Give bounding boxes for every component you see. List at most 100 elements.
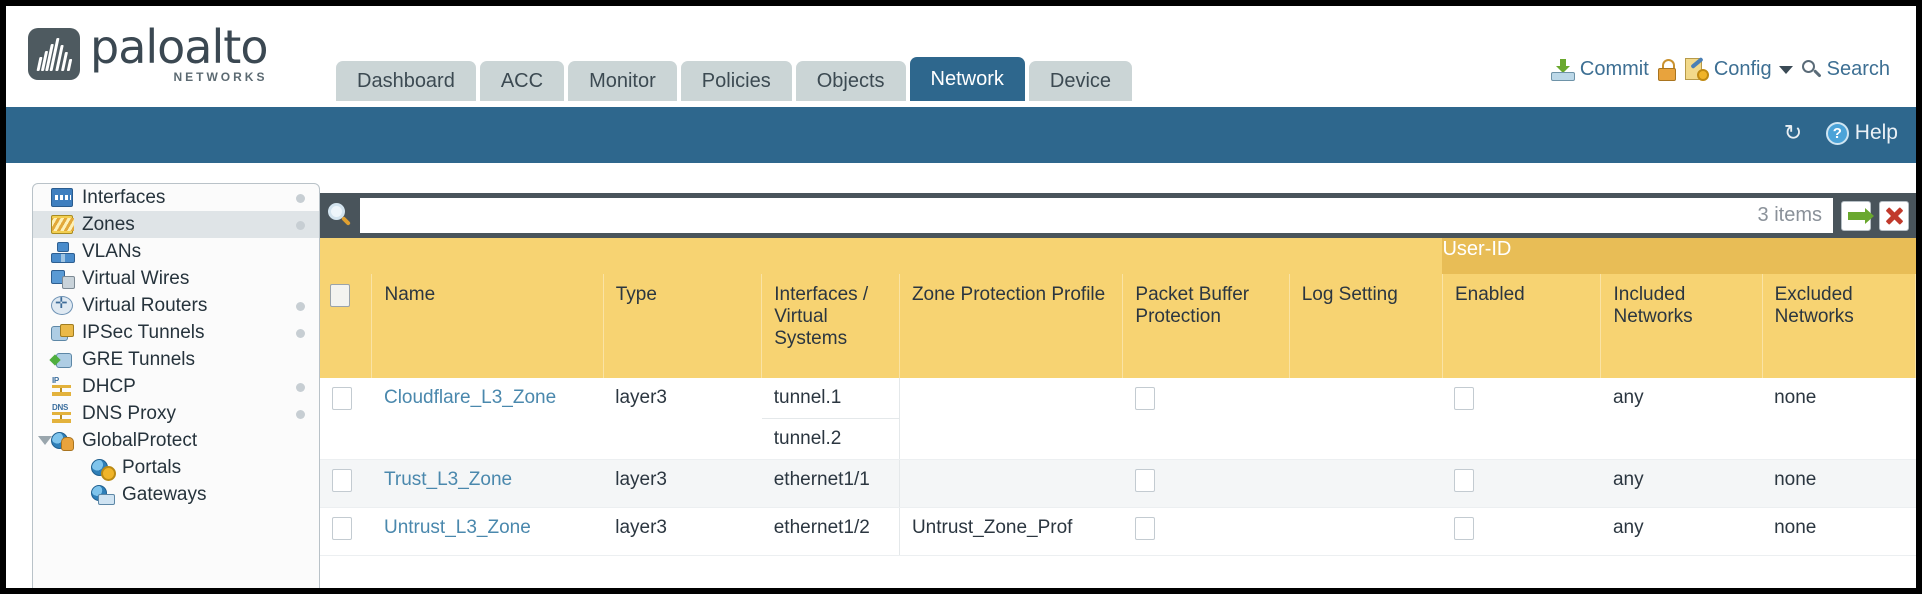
tab-dashboard[interactable]: Dashboard — [336, 61, 476, 101]
row-checkbox[interactable] — [332, 517, 352, 540]
clear-filter-button[interactable] — [1879, 200, 1909, 231]
refresh-icon[interactable]: ↻ — [1783, 120, 1803, 145]
tab-device[interactable]: Device — [1028, 61, 1133, 101]
row-checkbox[interactable] — [332, 387, 352, 410]
zones-table-container: User-ID Name Type Interfaces / Virtual S… — [320, 238, 1916, 588]
cell-packet-buffer-protection[interactable] — [1122, 378, 1290, 460]
close-icon — [1885, 207, 1903, 225]
help-button[interactable]: ? Help — [1825, 121, 1898, 145]
table-row[interactable]: Untrust_L3_Zone layer3 ethernet1/2 Untru… — [320, 507, 1916, 556]
column-header-zone-protection-profile[interactable]: Zone Protection Profile — [899, 274, 1124, 378]
sidebar-item-gateways[interactable]: Gateways — [33, 481, 319, 508]
sidebar-item-dhcp[interactable]: IP DHCP — [33, 373, 319, 400]
commit-button[interactable]: Commit — [1550, 58, 1649, 81]
cell-userid-enabled[interactable] — [1442, 378, 1601, 460]
cell-zone-protection-profile: Untrust_Zone_Prof — [899, 507, 1123, 556]
packet-buffer-protection-checkbox[interactable] — [1134, 517, 1155, 540]
userid-group-header: User-ID — [1442, 238, 1916, 274]
search-input[interactable]: 3 items — [360, 198, 1833, 233]
interfaces-icon — [51, 188, 73, 207]
column-header-name[interactable]: Name — [371, 274, 604, 378]
sidebar-item-dns-proxy[interactable]: DNS DNS Proxy — [33, 400, 319, 427]
sidebar-item-globalprotect[interactable]: GlobalProtect — [33, 427, 319, 454]
sidebar-item-label: Portals — [122, 456, 182, 478]
group-header-spacer — [320, 238, 1443, 274]
interface-item: ethernet1/2 — [773, 517, 870, 538]
cell-zone-protection-profile — [899, 459, 1123, 508]
row-checkbox[interactable] — [332, 469, 352, 492]
sidebar-item-portals[interactable]: Portals — [33, 454, 319, 481]
zone-name-link[interactable]: Trust_L3_Zone — [383, 469, 513, 490]
sidebar-item-label: Interfaces — [82, 186, 166, 208]
cell-name[interactable]: Cloudflare_L3_Zone — [371, 378, 604, 460]
main-nav-tabs[interactable]: Dashboard ACC Monitor Policies Objects N… — [336, 57, 1133, 101]
globalprotect-icon — [51, 431, 74, 451]
column-header-included-networks[interactable]: Included Networks — [1600, 274, 1763, 378]
sidebar-item-label: GlobalProtect — [82, 429, 198, 451]
sidebar-item-ipsec-tunnels[interactable]: IPSec Tunnels — [33, 319, 319, 346]
row-select-cell[interactable] — [320, 507, 372, 556]
cell-interfaces: tunnel.1 tunnel.2 — [761, 378, 900, 460]
expand-collapse-icon[interactable] — [38, 436, 52, 445]
select-all-header[interactable] — [320, 274, 373, 378]
row-select-cell[interactable] — [320, 378, 372, 460]
vlans-icon — [51, 242, 75, 263]
column-header-interfaces-vsys[interactable]: Interfaces / Virtual Systems — [761, 274, 900, 378]
column-header-packet-buffer-protection[interactable]: Packet Buffer Protection — [1122, 274, 1290, 378]
commit-icon — [1550, 58, 1575, 81]
packet-buffer-protection-checkbox[interactable] — [1134, 469, 1155, 492]
sidebar-status-dot — [296, 194, 305, 203]
search-label: Search — [1826, 58, 1890, 80]
sidebar-item-interfaces[interactable]: Interfaces — [33, 184, 319, 211]
cell-log-setting — [1289, 507, 1443, 556]
userid-enabled-checkbox[interactable] — [1454, 387, 1475, 410]
sidebar-status-dot — [296, 329, 305, 338]
tab-acc[interactable]: ACC — [479, 61, 565, 101]
sidebar-item-zones[interactable]: Zones — [33, 211, 319, 238]
zone-name-link[interactable]: Untrust_L3_Zone — [383, 517, 531, 538]
cell-userid-enabled[interactable] — [1442, 459, 1601, 508]
interface-item: ethernet1/1 — [773, 469, 870, 490]
zone-name-link[interactable]: Cloudflare_L3_Zone — [383, 387, 557, 408]
row-select-cell[interactable] — [320, 459, 372, 508]
lock-icon[interactable] — [1657, 58, 1676, 81]
brand-logo: paloalto NETWORKS — [28, 24, 268, 83]
column-header-enabled[interactable]: Enabled — [1442, 274, 1602, 378]
tab-network[interactable]: Network — [909, 57, 1025, 101]
select-all-checkbox[interactable] — [330, 284, 350, 307]
cell-excluded-networks: none — [1762, 378, 1916, 460]
column-header-log-setting[interactable]: Log Setting — [1289, 274, 1443, 378]
sidebar-item-vlans[interactable]: VLANs — [33, 238, 319, 265]
sidebar-item-gre-tunnels[interactable]: GRE Tunnels — [33, 346, 319, 373]
filter-search-icon[interactable] — [327, 203, 352, 228]
tab-policies[interactable]: Policies — [680, 61, 792, 101]
packet-buffer-protection-checkbox[interactable] — [1134, 387, 1155, 410]
sidebar-item-virtual-wires[interactable]: Virtual Wires — [33, 265, 319, 292]
apply-filter-button[interactable] — [1841, 200, 1874, 231]
column-header-type[interactable]: Type — [603, 274, 763, 378]
table-row[interactable]: Trust_L3_Zone layer3 ethernet1/1 any — [320, 459, 1916, 508]
table-row[interactable]: Cloudflare_L3_Zone layer3 tunnel.1 tunne… — [320, 378, 1916, 460]
sidebar-item-label: IPSec Tunnels — [82, 321, 205, 343]
cell-packet-buffer-protection[interactable] — [1122, 507, 1290, 556]
cell-userid-enabled[interactable] — [1442, 507, 1601, 556]
cell-excluded-networks: none — [1762, 459, 1916, 508]
search-button[interactable]: Search — [1801, 58, 1890, 81]
userid-enabled-checkbox[interactable] — [1454, 469, 1475, 492]
cell-included-networks: any — [1600, 459, 1763, 508]
config-menu[interactable]: Config — [1684, 56, 1793, 81]
network-sidebar[interactable]: Interfaces Zones VLANs Virtual Wires Vir… — [32, 183, 320, 588]
cell-zone-protection-profile — [899, 378, 1123, 460]
column-header-excluded-networks[interactable]: Excluded Networks — [1762, 274, 1916, 378]
userid-enabled-checkbox[interactable] — [1454, 517, 1475, 540]
cell-packet-buffer-protection[interactable] — [1122, 459, 1290, 508]
gateways-icon — [91, 485, 115, 505]
cell-name[interactable]: Untrust_L3_Zone — [371, 507, 604, 556]
commit-label: Commit — [1579, 58, 1649, 80]
sidebar-item-label: VLANs — [82, 240, 142, 262]
tab-monitor[interactable]: Monitor — [568, 61, 677, 101]
tab-objects[interactable]: Objects — [795, 61, 906, 101]
cell-log-setting — [1289, 378, 1443, 460]
cell-name[interactable]: Trust_L3_Zone — [371, 459, 604, 508]
sidebar-item-virtual-routers[interactable]: Virtual Routers — [33, 292, 319, 319]
